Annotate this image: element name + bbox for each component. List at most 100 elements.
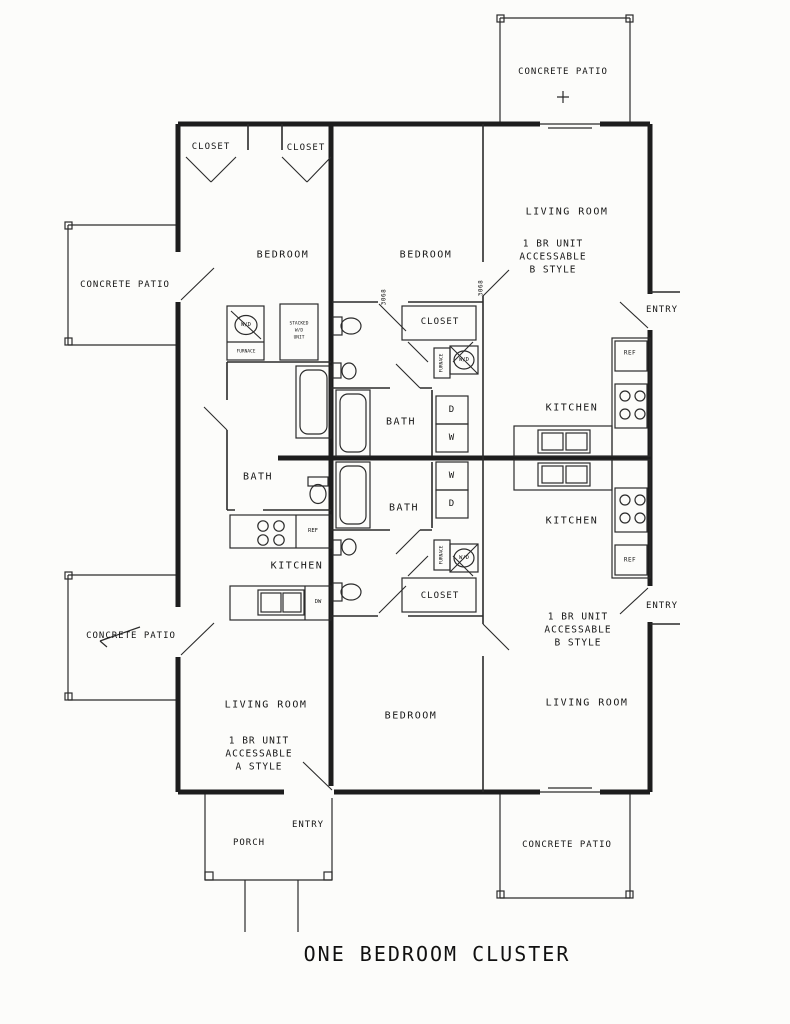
unit-label-line: ACCESSABLE <box>519 251 587 263</box>
door-size-3068-a: 3068 <box>380 288 388 306</box>
living-room-right-top-label: LIVING ROOM <box>525 206 609 218</box>
washer-dryer-left <box>234 314 258 336</box>
unit-label-line: A STYLE <box>235 761 283 773</box>
dryer-box-bottom <box>435 489 469 519</box>
toilet-mid-bottom <box>340 583 362 601</box>
toilet-tank-left <box>307 476 329 487</box>
washer-dryer-mid-top <box>453 350 475 370</box>
bath-mid-top-label: BATH <box>385 416 417 428</box>
living-room-left-label: LIVING ROOM <box>224 699 308 711</box>
dryer-top-label: D <box>448 405 456 415</box>
closet-box-mid-bottom <box>401 577 477 613</box>
toilet-mid-top <box>340 317 362 335</box>
washer-dryer-mid-bottom <box>453 548 475 568</box>
patio-porch-outlines <box>64 14 634 932</box>
washer-box-top <box>435 423 469 453</box>
closet-mid-bottom-label: CLOSET <box>420 591 460 601</box>
bathtub-mid-top <box>335 389 371 457</box>
door-size-3068-b: 3068 <box>477 279 485 297</box>
ref-right-bottom-label: REF <box>623 556 637 564</box>
stacked-wd-line: W/D <box>294 328 304 334</box>
furnace-mid-top-label: FURNACE <box>439 353 445 373</box>
fixtures-middle-units <box>332 305 479 613</box>
stacked-wd-line: STACKED <box>289 321 309 327</box>
bath-mid-bottom-label: BATH <box>388 502 420 514</box>
exterior-walls <box>175 121 653 795</box>
furnace-left-label: FURNACE <box>236 349 256 355</box>
bathtub-left <box>295 365 332 439</box>
patio-left-lower-label: CONCRETE PATIO <box>86 631 176 641</box>
stacked-wd-label: STACKED W/D UNIT <box>290 321 309 342</box>
stacked-wd-line: UNIT <box>293 335 305 341</box>
bedroom-left-label: BEDROOM <box>256 249 310 261</box>
unit-label-line: ACCESSABLE <box>225 748 293 760</box>
sink-mid-bottom <box>341 538 357 556</box>
door-swings <box>180 156 649 791</box>
wd-left-label: W/D <box>241 322 251 328</box>
unit-label-line: ACCESSABLE <box>544 624 612 636</box>
stove-burner <box>273 520 285 532</box>
interior-walls <box>226 124 680 792</box>
kitchen-sink-right-bottom <box>537 462 591 487</box>
sink-counter-right-top <box>513 425 613 457</box>
wd-mid-bottom-label: W/D <box>459 555 469 561</box>
stove-burner <box>257 534 269 546</box>
closet-left-b-label: CLOSET <box>286 143 326 153</box>
ref-left-label: REF <box>308 528 318 534</box>
wd-mid-top-label: W/D <box>459 357 469 363</box>
entry-right-bottom-label: ENTRY <box>645 601 679 611</box>
closet-mid-top-label: CLOSET <box>420 317 460 327</box>
unit-b-top-label: 1 BR UNIT ACCESSABLE B STYLE <box>519 238 586 277</box>
unit-label-line: 1 BR UNIT <box>228 735 290 747</box>
kitchen-counter-right-bottom <box>611 459 651 579</box>
dw-left-label: DW <box>314 599 322 605</box>
unit-label-line: 1 BR UNIT <box>547 611 609 623</box>
dryer-bottom-label: D <box>448 499 456 509</box>
unit-b-bottom-label: 1 BR UNIT ACCESSABLE B STYLE <box>544 611 611 650</box>
sink-mid-top <box>341 362 357 380</box>
fixtures-left-unit <box>226 303 332 621</box>
entry-left-label: ENTRY <box>291 820 325 830</box>
unit-a-left-label: 1 BR UNIT ACCESSABLE A STYLE <box>225 735 292 774</box>
washer-bottom-label: W <box>448 471 456 481</box>
furnace-mid-bottom-label: FURNACE <box>439 545 445 565</box>
drawing-title: ONE BEDROOM CLUSTER <box>303 942 571 966</box>
refrigerator-right-bottom <box>614 544 648 576</box>
patio-left-upper-label: CONCRETE PATIO <box>80 280 170 290</box>
kitchen-counter-left-lower <box>229 585 332 621</box>
wall-openings <box>173 118 655 798</box>
kitchen-left-label: KITCHEN <box>270 560 324 572</box>
stove-burner <box>273 534 285 546</box>
ref-right-top-label: REF <box>623 349 637 357</box>
kitchen-sink-right-top <box>537 429 591 454</box>
unit-label-line: B STYLE <box>529 264 577 276</box>
fixtures-right-units <box>513 337 651 579</box>
kitchen-sink-left <box>257 589 305 616</box>
wd-closet-left <box>226 305 265 361</box>
washer-top-label: W <box>448 433 456 443</box>
unit-label-line: B STYLE <box>554 637 602 649</box>
stove-burner <box>257 520 269 532</box>
closet-left-a-label: CLOSET <box>191 142 231 152</box>
slider-doors <box>540 123 600 793</box>
stove-right-top <box>614 383 648 429</box>
unit-label-line: 1 BR UNIT <box>522 238 584 250</box>
living-room-right-bottom-label: LIVING ROOM <box>545 697 629 709</box>
patio-top-label: CONCRETE PATIO <box>518 67 608 77</box>
closet-box-mid-top <box>401 305 477 341</box>
bedroom-mid-bottom-label: BEDROOM <box>384 710 438 722</box>
bath-left-label: BATH <box>242 471 274 483</box>
bedroom-mid-top-label: BEDROOM <box>399 249 453 261</box>
kitchen-right-bottom-label: KITCHEN <box>545 515 599 527</box>
patio-bottom-right-label: CONCRETE PATIO <box>522 840 612 850</box>
bathtub-mid-bottom <box>335 461 371 529</box>
entry-right-top-label: ENTRY <box>645 305 679 315</box>
porch-label: PORCH <box>232 838 266 848</box>
kitchen-right-top-label: KITCHEN <box>545 402 599 414</box>
toilet-left <box>309 483 327 505</box>
kitchen-counter-right-top <box>611 337 651 457</box>
stove-right-bottom <box>614 487 648 533</box>
stacked-wd-box <box>279 303 319 361</box>
